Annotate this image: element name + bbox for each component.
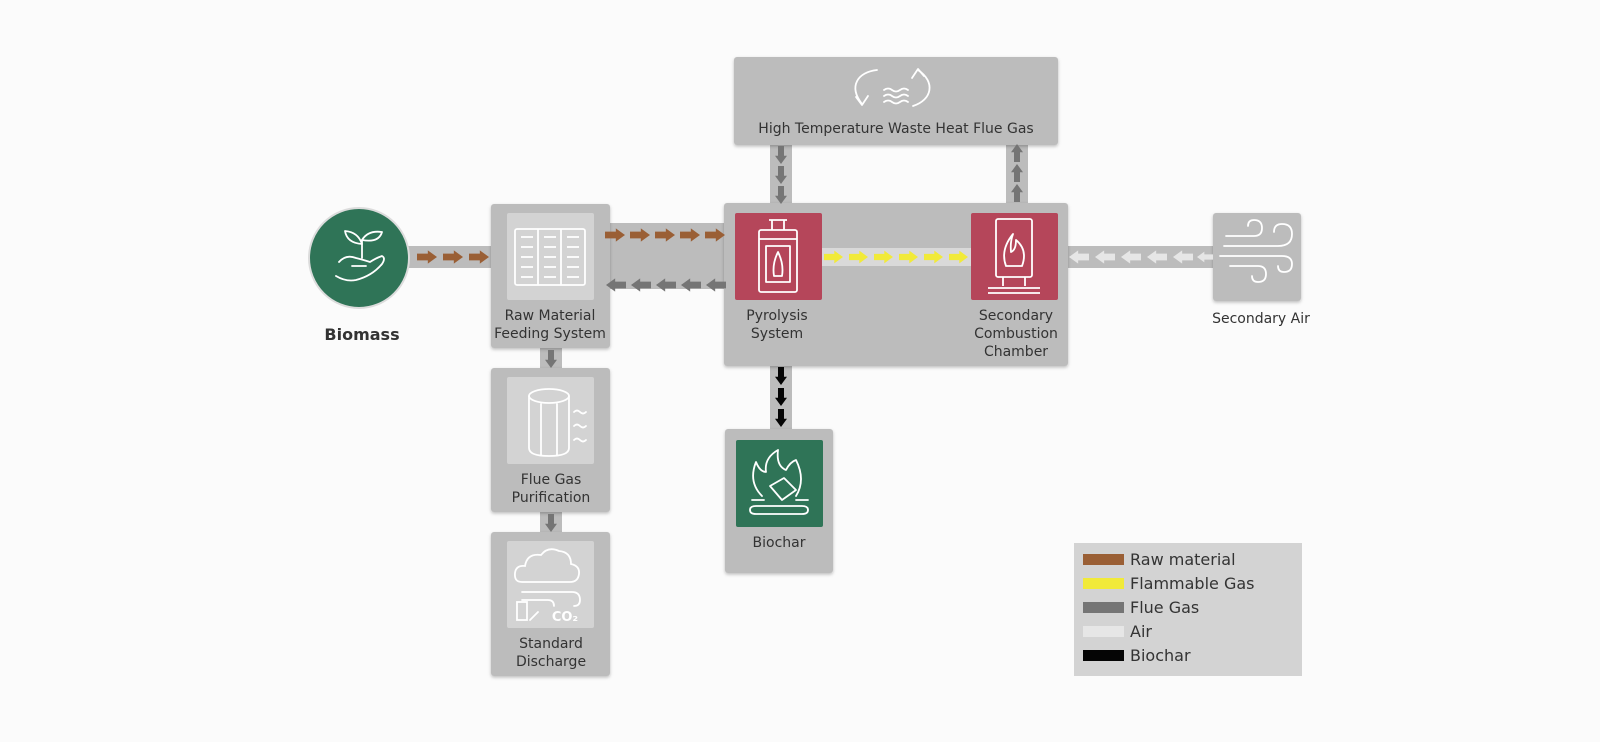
node-purification: Flue Gas Purification: [491, 368, 610, 512]
discharge-label-line1: Standard: [519, 636, 583, 652]
filter-cylinder-icon: [528, 388, 587, 457]
combustion-tile: [971, 213, 1058, 300]
feeder-icon: [514, 228, 586, 286]
legend-swatch: [1083, 602, 1124, 613]
recycle-heat-icon: [854, 68, 931, 107]
purification-label-line1: Flue Gas: [521, 472, 582, 488]
legend-label: Biochar: [1130, 646, 1191, 665]
legend-item: Flammable Gas: [1083, 574, 1255, 593]
legend-swatch: [1083, 578, 1124, 589]
node-waste-heat: High Temperature Waste Heat Flue Gas: [734, 57, 1058, 145]
node-feeding: Raw Material Feeding System: [491, 204, 610, 348]
legend-item: Air: [1083, 622, 1152, 641]
legend-swatch: [1083, 626, 1124, 637]
fire-coal-icon: [749, 449, 809, 515]
discharge-inner: [507, 541, 594, 628]
pyrolysis-label-line1: Pyrolysis: [746, 308, 807, 324]
secondary-air-tile: [1213, 213, 1301, 301]
legend-label: Flue Gas: [1130, 598, 1199, 617]
flame-chamber-icon: [988, 218, 1040, 294]
legend-label: Flammable Gas: [1130, 574, 1255, 593]
node-biochar: Biochar: [725, 429, 833, 573]
combustion-label-line3: Chamber: [984, 344, 1048, 360]
pyrolysis-label-line2: System: [751, 326, 803, 342]
node-biomass: Biomass: [308, 207, 410, 344]
purification-inner: [507, 377, 594, 464]
cloud-co2-icon: [513, 548, 581, 621]
node-secondary-air: Secondary Air: [1212, 213, 1310, 327]
feeding-label-line1: Raw Material: [505, 308, 596, 324]
legend-label: Raw material: [1130, 550, 1236, 569]
purification-label-line2: Purification: [512, 490, 591, 506]
secondary-air-label: Secondary Air: [1212, 311, 1310, 327]
node-pyrolysis: Pyrolysis System: [735, 213, 822, 342]
gas-channel: [820, 248, 972, 266]
combustion-label-line1: Secondary: [979, 308, 1053, 324]
co2-text: CO₂: [552, 610, 578, 625]
biomass-label: Biomass: [324, 325, 399, 344]
waste-heat-panel: [734, 57, 1058, 145]
node-discharge: CO₂ Standard Discharge: [491, 532, 610, 676]
legend: Raw material Flammable Gas Flue Gas Air …: [1074, 543, 1302, 676]
legend-swatch: [1083, 554, 1124, 565]
legend-label: Air: [1130, 622, 1152, 641]
discharge-label-line2: Discharge: [516, 654, 586, 670]
legend-item: Flue Gas: [1083, 598, 1199, 617]
waste-heat-label: High Temperature Waste Heat Flue Gas: [758, 121, 1033, 137]
biochar-label: Biochar: [753, 535, 806, 551]
legend-item: Raw material: [1083, 550, 1236, 569]
node-combustion: Secondary Combustion Chamber: [971, 213, 1058, 360]
pyrolysis-tile: [735, 213, 822, 300]
legend-swatch: [1083, 650, 1124, 661]
combustion-label-line2: Combustion: [974, 326, 1058, 342]
feeding-label-line2: Feeding System: [494, 326, 606, 342]
hand-sprout-icon: [335, 230, 385, 282]
furnace-icon: [758, 219, 798, 293]
wind-icon: [1219, 219, 1293, 283]
legend-item: Biochar: [1083, 646, 1191, 665]
